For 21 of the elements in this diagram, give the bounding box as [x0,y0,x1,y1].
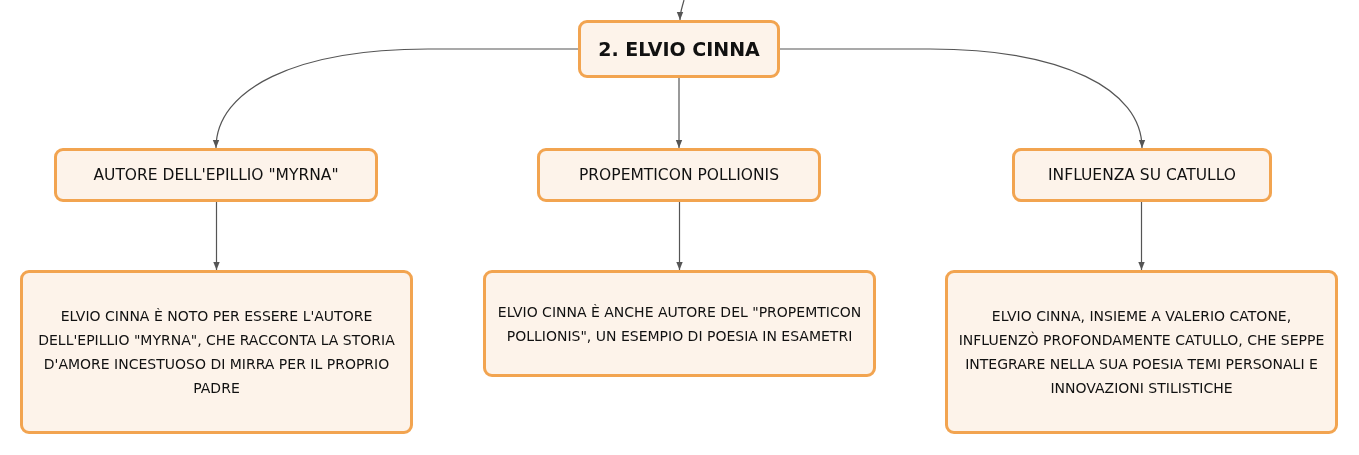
arrow [213,201,220,271]
subtopic-box [54,148,378,202]
arrow [675,77,683,149]
subtopic-label: PROPEMTICON POLLIONIS [579,166,779,184]
subtopic-label: AUTORE DELL'EPILLIO "MYRNA" [93,166,339,184]
topic-box [578,20,780,78]
subtopic-box [537,148,821,202]
arrow [676,0,685,21]
arrow [213,48,579,149]
description-text: ELVIO CINNA, INSIEME A VALERIO CATONE, INFLUENZÒ PROFONDAMENTE CATULLO, CHE SEPPE INTEGRARE NELLA SUA POESIA TEMI PERSONALI E INNOVAZIONI STILISTICHE [957,307,1326,398]
description-text: ELVIO CINNA È NOTO PER ESSERE L'AUTORE DELL'EPILLIO "MYRNA", CHE RACCONTA LA STORIA D'AMORE INCESTUOSO DI MIRRA PER IL PROPRIO PADRE [37,307,396,398]
description-box [483,270,876,377]
description-text: ELVIO CINNA È ANCHE AUTORE DEL "PROPEMTICON POLLIONIS", UN ESEMPIO DI POESIA IN ESAMETRI [496,302,863,346]
topic-title: 2. ELVIO CINNA [598,38,760,60]
description-box [945,270,1338,434]
arrow [676,201,683,271]
arrow [779,48,1145,149]
subtopic-box [1012,148,1272,202]
subtopic-label: INFLUENZA SU CATULLO [1048,166,1236,184]
arrow [1138,201,1145,271]
description-box [20,270,413,434]
